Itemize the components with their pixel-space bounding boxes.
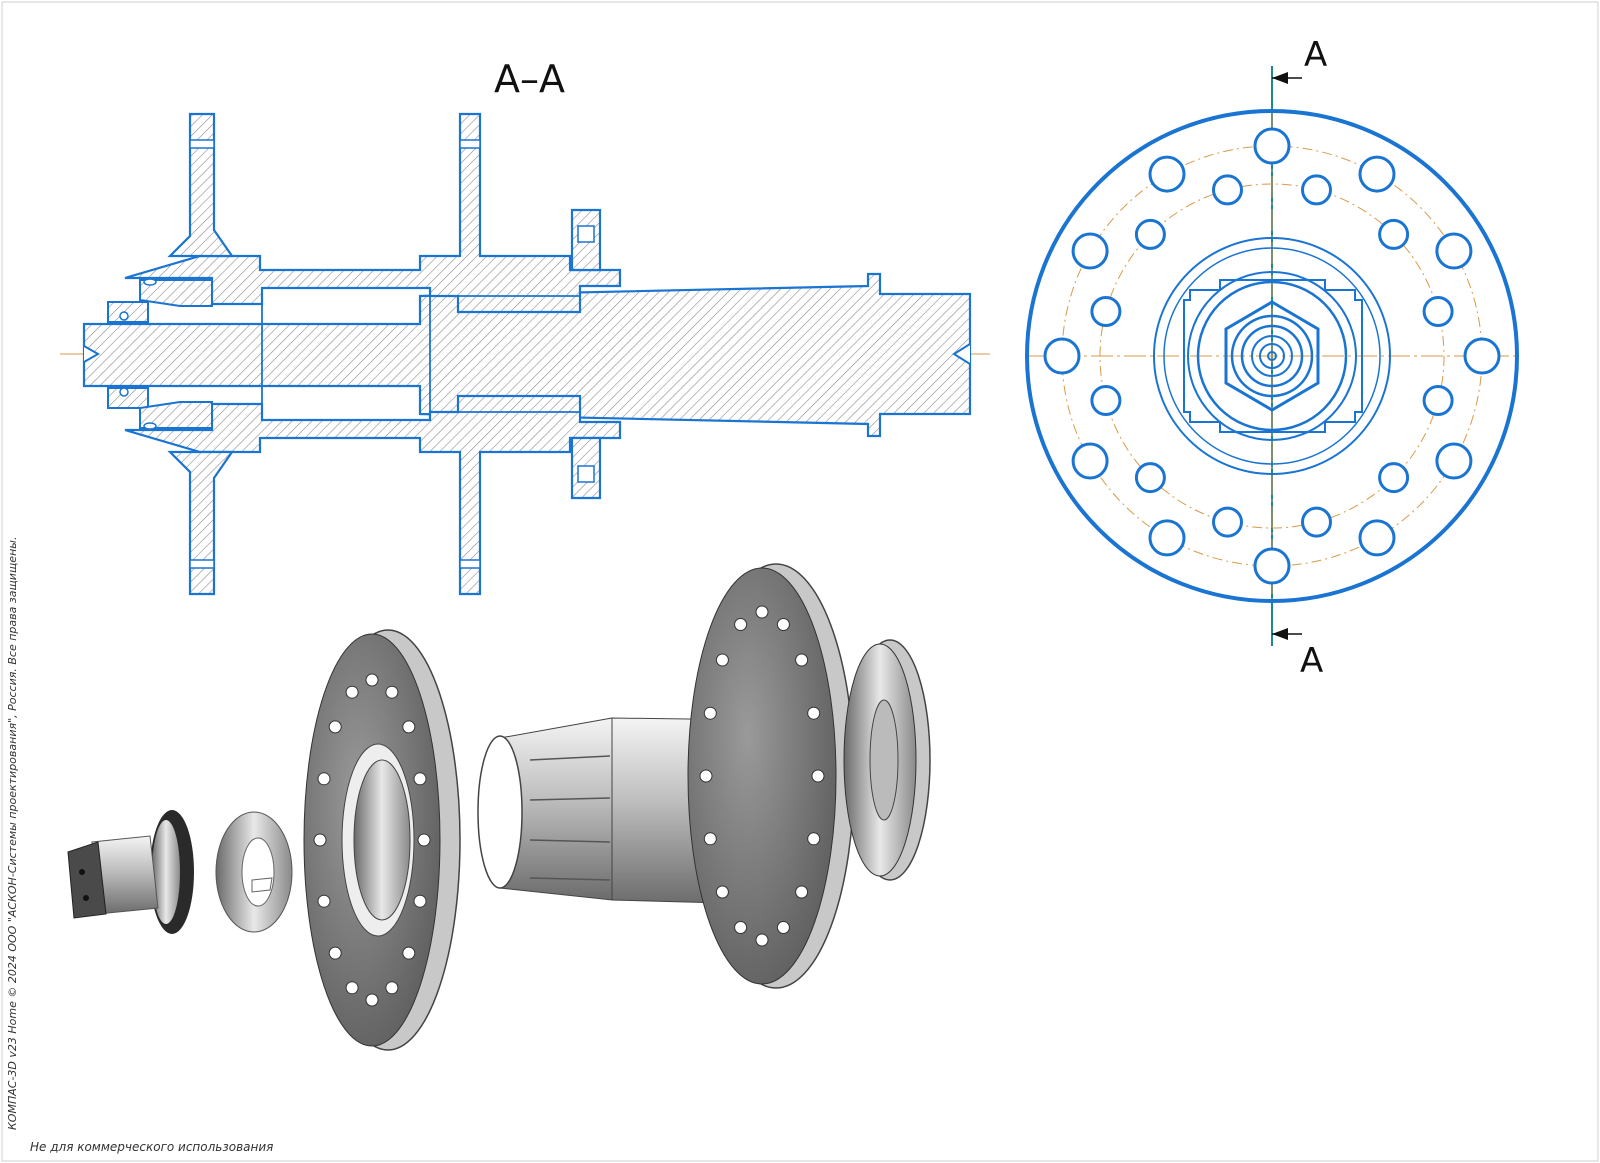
section-view: A–A (60, 57, 990, 596)
flange-hole (345, 981, 359, 995)
locknut-3d (67, 810, 194, 934)
inner-spoke-hole (1422, 296, 1454, 327)
flange-hole (703, 832, 717, 846)
flange-hole (807, 832, 821, 846)
inner-spoke-hole (1090, 385, 1122, 416)
flange-hole (417, 833, 431, 847)
cut-label-top: A (1304, 35, 1327, 75)
right-flange-3d (687, 563, 855, 989)
flange-hole (795, 653, 809, 667)
outer-spoke-hole (1435, 442, 1473, 480)
axle-section (82, 272, 972, 438)
inner-spoke-hole (1134, 462, 1166, 494)
outer-spoke-hole (1148, 519, 1186, 557)
footer-note: Не для коммерческого использования (30, 1140, 274, 1154)
left-flange-3d (303, 629, 461, 1051)
flange-hole (328, 720, 342, 734)
outer-spoke-hole (1358, 155, 1396, 193)
left-flange-lower (167, 450, 235, 596)
flange-hole (413, 894, 427, 908)
flange-hole (345, 685, 359, 699)
flange-hole (795, 885, 809, 899)
flange-hole (365, 673, 379, 687)
flange-hole (317, 772, 331, 786)
inner-spoke-hole (1378, 462, 1410, 494)
flange-hole (755, 605, 769, 619)
flange-hole (413, 772, 427, 786)
outer-spoke-hole (1071, 232, 1109, 270)
flange-hole (385, 685, 399, 699)
section-title: A–A (494, 57, 565, 101)
outer-spoke-hole (1148, 155, 1186, 193)
outer-spoke-hole (1253, 127, 1291, 165)
outer-spoke-hole (1358, 519, 1396, 557)
end-view: A A (1025, 35, 1520, 681)
flange-hole (715, 653, 729, 667)
flange-hole (776, 921, 790, 934)
flange-hole (811, 769, 825, 783)
flange-hole (703, 706, 717, 720)
flange-hole (365, 993, 379, 1007)
cut-label-bottom: A (1300, 641, 1323, 681)
copyright-note: КОМПАС-3D v23 Home © 2024 ООО "АСКОН-Сис… (6, 536, 19, 1130)
outer-spoke-hole (1435, 232, 1473, 270)
flange-hole (313, 833, 327, 847)
outer-spoke-hole (1043, 337, 1081, 375)
left-flange-upper (167, 112, 235, 258)
flange-outer (1025, 109, 1519, 603)
inner-spoke-hole (1422, 385, 1454, 416)
outer-spoke-hole (1463, 337, 1501, 375)
exploded-3d-view (67, 563, 931, 1051)
flange-hole (328, 946, 342, 960)
outer-spoke-hole (1071, 442, 1109, 480)
flange-hole (385, 981, 399, 995)
flange-hole (715, 885, 729, 899)
right-rim-3d (843, 639, 931, 881)
cone-washer-3d (215, 811, 293, 933)
flange-hole (402, 946, 416, 960)
locknut-section (107, 279, 213, 429)
flange-hole (402, 720, 416, 734)
inner-spoke-hole (1301, 174, 1332, 206)
hex-nut (1224, 300, 1320, 412)
inner-spoke-hole (1378, 218, 1410, 250)
inner-spoke-hole (1134, 218, 1166, 250)
outer-spoke-hole (1253, 547, 1291, 585)
flange-hole (776, 618, 790, 631)
flange-hole (807, 706, 821, 720)
flange-hole (755, 933, 769, 947)
flange-hole (734, 921, 748, 934)
inner-spoke-hole (1090, 296, 1122, 327)
spoke-holes (1043, 127, 1501, 585)
inner-spoke-hole (1212, 506, 1243, 538)
flange-hole (734, 618, 748, 631)
flange-hole (699, 769, 713, 783)
flange-hole (317, 894, 331, 908)
inner-spoke-hole (1301, 506, 1332, 538)
inner-spoke-hole (1212, 174, 1243, 206)
